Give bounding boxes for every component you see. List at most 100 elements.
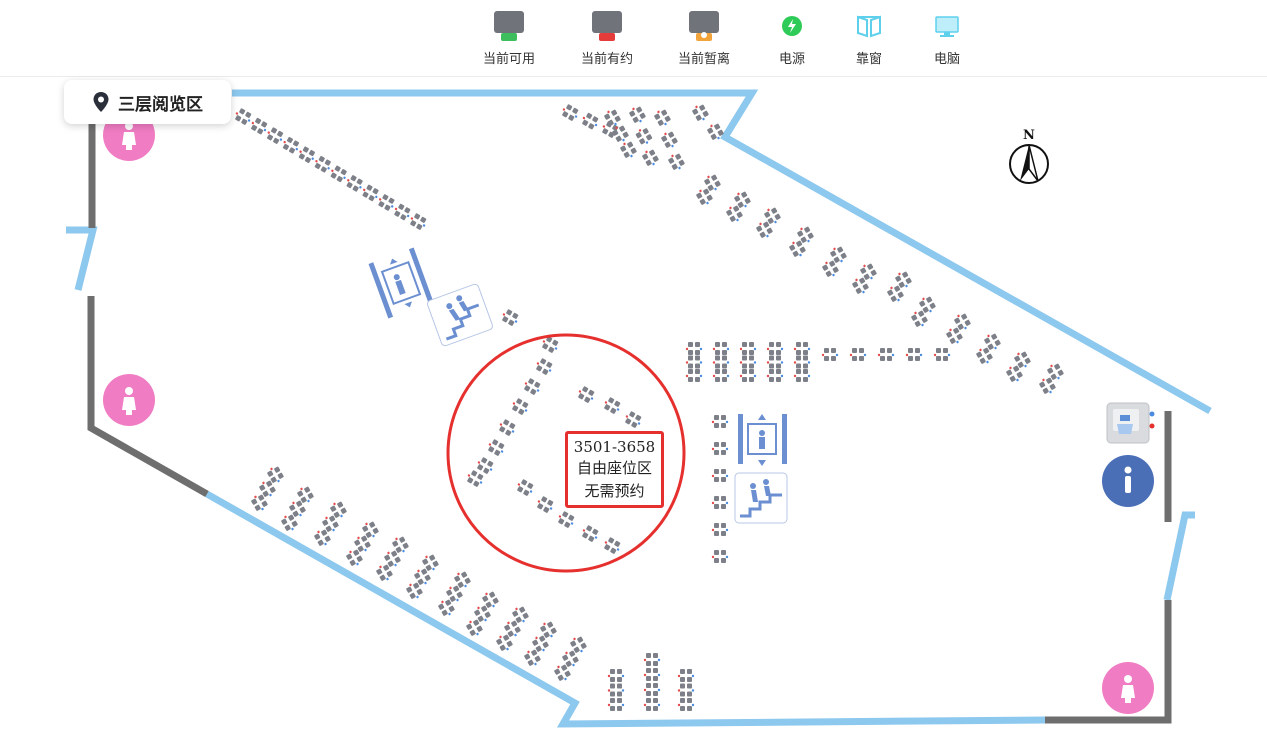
seat-block[interactable]	[953, 311, 972, 332]
seat-block[interactable]	[405, 580, 424, 601]
seat-block[interactable]	[793, 369, 811, 382]
seat-block[interactable]	[481, 589, 500, 610]
seat-block[interactable]	[643, 683, 661, 696]
seat-block[interactable]	[1038, 375, 1057, 396]
floor-label[interactable]: 三层阅览区	[64, 80, 231, 124]
seat-block[interactable]	[535, 495, 556, 514]
seat-block[interactable]	[569, 634, 588, 655]
seat-block[interactable]	[821, 258, 840, 279]
seat-block[interactable]	[859, 261, 878, 282]
seat-block[interactable]	[250, 492, 269, 513]
seat-block[interactable]	[265, 126, 286, 145]
seat-block[interactable]	[796, 224, 815, 245]
seat-block[interactable]	[739, 355, 757, 369]
seat-block[interactable]	[711, 523, 729, 536]
seat-block[interactable]	[975, 345, 994, 366]
seat-block[interactable]	[607, 669, 625, 682]
seat-block[interactable]	[408, 212, 429, 231]
seat-block[interactable]	[515, 478, 536, 497]
seat-block[interactable]	[643, 653, 661, 666]
seat-block[interactable]	[465, 469, 486, 488]
seat-block[interactable]	[345, 547, 364, 568]
seat-block[interactable]	[495, 632, 514, 653]
seat-block[interactable]	[766, 342, 784, 355]
seat-block[interactable]	[328, 164, 349, 183]
seat-block[interactable]	[523, 647, 542, 668]
seat-block[interactable]	[643, 698, 661, 711]
seat-block[interactable]	[361, 519, 380, 540]
seat-block[interactable]	[556, 510, 577, 529]
seat-block[interactable]	[473, 603, 492, 624]
seat-block[interactable]	[465, 617, 484, 638]
free-zone-label[interactable]: 3501-3658 自由座位区 无需预约	[565, 431, 664, 508]
seat-block[interactable]	[580, 111, 601, 130]
seat-block[interactable]	[375, 562, 394, 583]
seat-block[interactable]	[619, 139, 638, 160]
seat-block[interactable]	[437, 597, 456, 618]
seat-block[interactable]	[392, 202, 413, 221]
seat-block[interactable]	[667, 151, 686, 172]
seat-block[interactable]	[628, 104, 647, 125]
seat-block[interactable]	[353, 533, 372, 554]
seat-block[interactable]	[360, 183, 381, 202]
seat-block[interactable]	[894, 269, 913, 290]
seat-block[interactable]	[763, 205, 782, 226]
seat-block[interactable]	[712, 355, 730, 369]
seat-block[interactable]	[685, 369, 703, 382]
seat-block[interactable]	[851, 275, 870, 296]
seat-block[interactable]	[1046, 361, 1065, 382]
seat-block[interactable]	[602, 396, 623, 415]
seat-block[interactable]	[321, 513, 340, 534]
seat-block[interactable]	[1013, 349, 1032, 370]
seat-block[interactable]	[576, 385, 597, 404]
seat-block[interactable]	[383, 548, 402, 569]
seat-block[interactable]	[711, 550, 729, 563]
seat-block[interactable]	[329, 499, 348, 520]
seat-block[interactable]	[534, 357, 555, 376]
seat-block[interactable]	[725, 203, 744, 224]
seat-block[interactable]	[413, 566, 432, 587]
seat-block[interactable]	[561, 648, 580, 669]
floor-map[interactable]: N	[0, 76, 1267, 749]
seat-block[interactable]	[918, 294, 937, 315]
seat-block[interactable]	[1005, 363, 1024, 384]
seat-block[interactable]	[685, 342, 703, 355]
seat-block[interactable]	[691, 102, 710, 123]
seat-block[interactable]	[391, 534, 410, 555]
seat-block[interactable]	[739, 369, 757, 382]
seat-block[interactable]	[560, 103, 581, 122]
seat-block[interactable]	[421, 552, 440, 573]
seat-block[interactable]	[313, 527, 332, 548]
seat-block[interactable]	[280, 512, 299, 533]
seat-block[interactable]	[685, 355, 703, 369]
seat-block[interactable]	[603, 107, 622, 128]
seat-block[interactable]	[258, 478, 277, 499]
seat-block[interactable]	[540, 335, 561, 354]
seat-block[interactable]	[511, 604, 530, 625]
seat-block[interactable]	[312, 155, 333, 174]
seat-block[interactable]	[611, 123, 630, 144]
seat-block[interactable]	[711, 415, 729, 428]
seat-block[interactable]	[288, 498, 307, 519]
seat-block[interactable]	[445, 583, 464, 604]
seat-block[interactable]	[739, 342, 757, 355]
seat-block[interactable]	[497, 418, 518, 437]
seat-block[interactable]	[643, 668, 661, 681]
seat-block[interactable]	[821, 348, 839, 361]
seat-block[interactable]	[266, 464, 285, 485]
seat-block[interactable]	[677, 698, 695, 711]
seat-block[interactable]	[712, 342, 730, 355]
seat-block[interactable]	[233, 107, 254, 126]
seat-block[interactable]	[553, 662, 572, 683]
seat-block[interactable]	[510, 397, 531, 416]
seat-block[interactable]	[677, 669, 695, 682]
seat-block[interactable]	[486, 438, 507, 457]
seat-block[interactable]	[475, 456, 496, 475]
seat-block[interactable]	[829, 244, 848, 265]
seat-block[interactable]	[677, 683, 695, 697]
seat-block[interactable]	[607, 698, 625, 711]
seat-block[interactable]	[500, 308, 521, 327]
seat-block[interactable]	[793, 355, 811, 369]
seat-block[interactable]	[793, 342, 811, 355]
seat-block[interactable]	[580, 524, 601, 543]
